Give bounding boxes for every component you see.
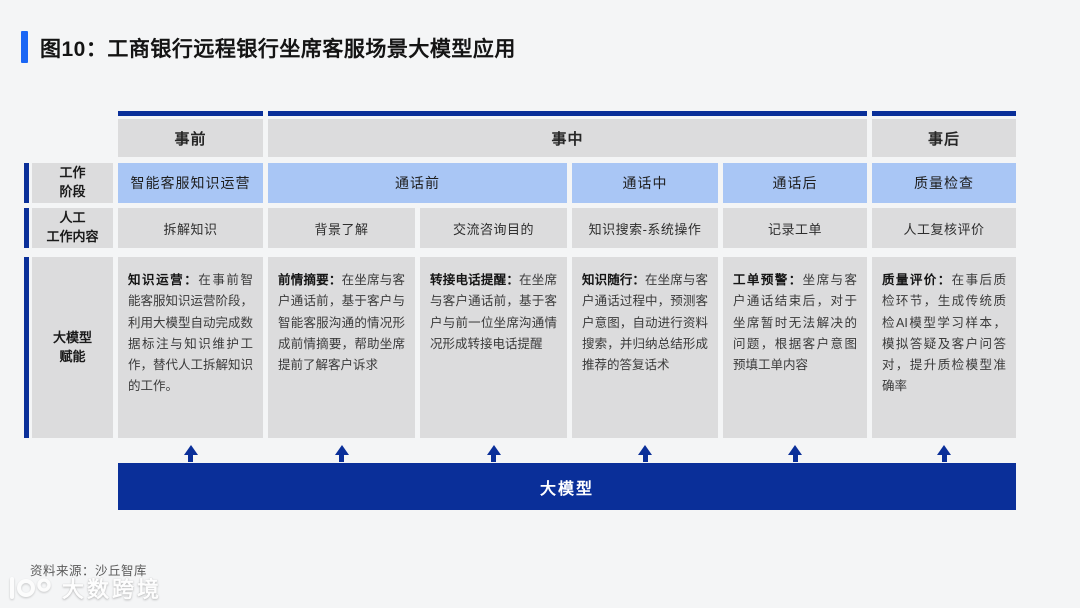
model-cell-quality-evaluation: 质量评价：在事后质检环节，生成传统质检AI模型学习样本，模拟答疑及客户问答对，提… xyxy=(872,257,1016,438)
phase-cell-in-call: 通话中 xyxy=(572,163,718,203)
page-title: 图10：工商银行远程银行坐席客服场景大模型应用 xyxy=(40,38,516,61)
phase-cell-pre-call: 通话前 xyxy=(268,163,567,203)
row-label-work-phase: 工作 阶段 xyxy=(24,163,113,203)
up-arrow-icon xyxy=(334,445,349,462)
group-header-post: 事后 xyxy=(872,119,1016,157)
watermark: 大数跨境 xyxy=(6,572,162,604)
title-accent-bar xyxy=(21,31,28,63)
work-phase-row: 工作 阶段 智能客服知识运营 通话前 通话中 通话后 质量检查 xyxy=(24,163,1016,203)
large-model-bar: 大模型 xyxy=(118,463,1016,510)
up-arrow-icon xyxy=(486,445,501,462)
group-header-row: 事前 事中 事后 xyxy=(118,119,1016,157)
up-arrow-icon xyxy=(638,445,652,462)
up-arrow-icon xyxy=(183,445,198,462)
row-accent-bar xyxy=(24,257,29,438)
manual-cell: 交流咨询目的 xyxy=(420,208,567,248)
up-arrow-icon xyxy=(937,445,951,462)
group-header-pre: 事前 xyxy=(118,119,263,157)
model-cell-knowledge-companion: 知识随行：在坐席与客户通话过程中，预测客户意图，自动进行资料搜索，并归纳总结形成… xyxy=(572,257,718,438)
row-accent-bar xyxy=(24,208,29,248)
arrow-row xyxy=(118,444,1016,462)
phase-cell-post-call: 通话后 xyxy=(723,163,867,203)
manual-cell: 记录工单 xyxy=(723,208,867,248)
manual-cell: 人工复核评价 xyxy=(872,208,1016,248)
top-border-mid xyxy=(268,111,867,116)
group-header-mid: 事中 xyxy=(268,119,867,157)
phase-cell-quality-check: 质量检查 xyxy=(872,163,1016,203)
model-empowerment-row: 大模型 赋能 知识运营：在事前智能客服知识运营阶段，利用大模型自动完成数据标注与… xyxy=(24,257,1016,438)
manual-cell: 拆解知识 xyxy=(118,208,263,248)
model-cell-ticket-prefill: 工单预警：坐席与客户通话结束后，对于坐席暂时无法解决的问题，根据客户意图预填工单… xyxy=(723,257,867,438)
up-arrow-icon xyxy=(788,445,802,462)
model-cell-knowledge-ops: 知识运营：在事前智能客服知识运营阶段，利用大模型自动完成数据标注与知识维护工作，… xyxy=(118,257,263,438)
manual-cell: 背景了解 xyxy=(268,208,415,248)
group-top-borders xyxy=(118,111,1016,116)
watermark-logo xyxy=(10,577,51,599)
manual-cell: 知识搜索-系统操作 xyxy=(572,208,718,248)
manual-work-row: 人工 工作内容 拆解知识 背景了解 交流咨询目的 知识搜索-系统操作 记录工单 … xyxy=(24,208,1016,248)
source-note: 资料来源：沙丘智库 xyxy=(30,564,148,578)
row-label-manual-work: 人工 工作内容 xyxy=(24,208,113,248)
model-cell-transfer-reminder: 转接电话提醒：在坐席与客户通话前，基于客户与前一位坐席沟通情况形成转接电话提醒 xyxy=(420,257,567,438)
model-cell-pre-summary: 前情摘要：在坐席与客户通话前，基于客户与智能客服沟通的情况形成前情摘要，帮助坐席… xyxy=(268,257,415,438)
row-label-model-empowerment: 大模型 赋能 xyxy=(24,257,113,438)
top-border-post xyxy=(872,111,1016,116)
top-border-pre xyxy=(118,111,263,116)
watermark-text: 大数跨境 xyxy=(62,577,163,602)
scenario-table: 事前 事中 事后 工作 阶段 智能客服知识运营 通话前 通话中 通话后 质量检查… xyxy=(24,111,1016,510)
row-accent-bar xyxy=(24,163,29,203)
phase-cell-knowledge-ops: 智能客服知识运营 xyxy=(118,163,263,203)
